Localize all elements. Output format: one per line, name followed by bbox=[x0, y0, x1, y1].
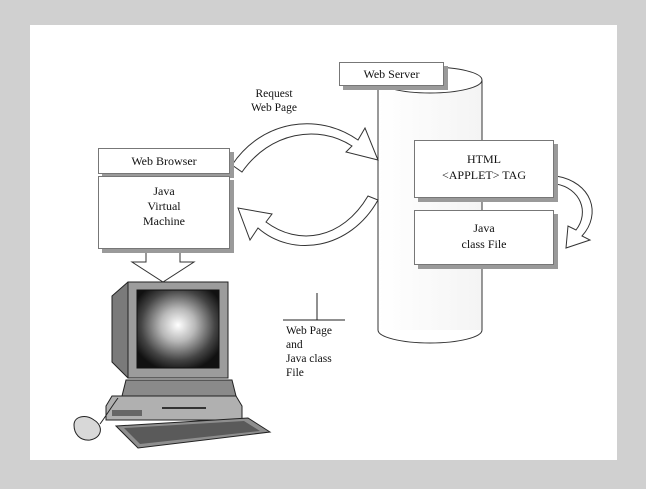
request-arrow bbox=[231, 123, 379, 173]
web-server-box: Web Server bbox=[339, 62, 444, 86]
java-class-box: Java class File bbox=[414, 210, 554, 265]
jvm-label-line-3: Machine bbox=[143, 214, 185, 228]
server-cylinder bbox=[377, 66, 483, 344]
java-class-label-line-1: Java bbox=[473, 221, 495, 235]
web-server-label: Web Server bbox=[363, 67, 420, 81]
browser-down-arrow bbox=[130, 248, 196, 283]
java-class-label-line-2: class File bbox=[461, 237, 507, 251]
applet-tag-label: <APPLET> TAG bbox=[441, 168, 527, 182]
computer-illustration bbox=[73, 281, 272, 449]
response-label: Web Page and Java class File bbox=[286, 324, 366, 380]
response-arrow bbox=[237, 195, 379, 247]
html-label: HTML bbox=[467, 152, 501, 166]
mouse bbox=[73, 416, 101, 441]
request-label-line-1: Request bbox=[255, 88, 293, 100]
web-browser-box: Web Browser bbox=[98, 148, 230, 174]
html-applet-box: HTML <APPLET> TAG bbox=[414, 140, 554, 198]
response-label-connector bbox=[283, 293, 345, 321]
html-to-class-arrow bbox=[555, 175, 593, 249]
response-label-line-2: and bbox=[286, 339, 303, 351]
web-browser-label: Web Browser bbox=[131, 154, 197, 168]
request-label: Request Web Page bbox=[234, 87, 314, 115]
response-label-line-1: Web Page bbox=[286, 325, 333, 337]
monitor-screen bbox=[136, 289, 220, 369]
request-label-line-2: Web Page bbox=[250, 102, 298, 114]
response-label-line-4: File bbox=[286, 367, 304, 379]
response-label-line-3: Java class bbox=[286, 353, 332, 365]
jvm-label-line-1: Java bbox=[153, 184, 175, 198]
jvm-box: Java Virtual Machine bbox=[98, 176, 230, 249]
jvm-label-line-2: Virtual bbox=[147, 199, 181, 213]
